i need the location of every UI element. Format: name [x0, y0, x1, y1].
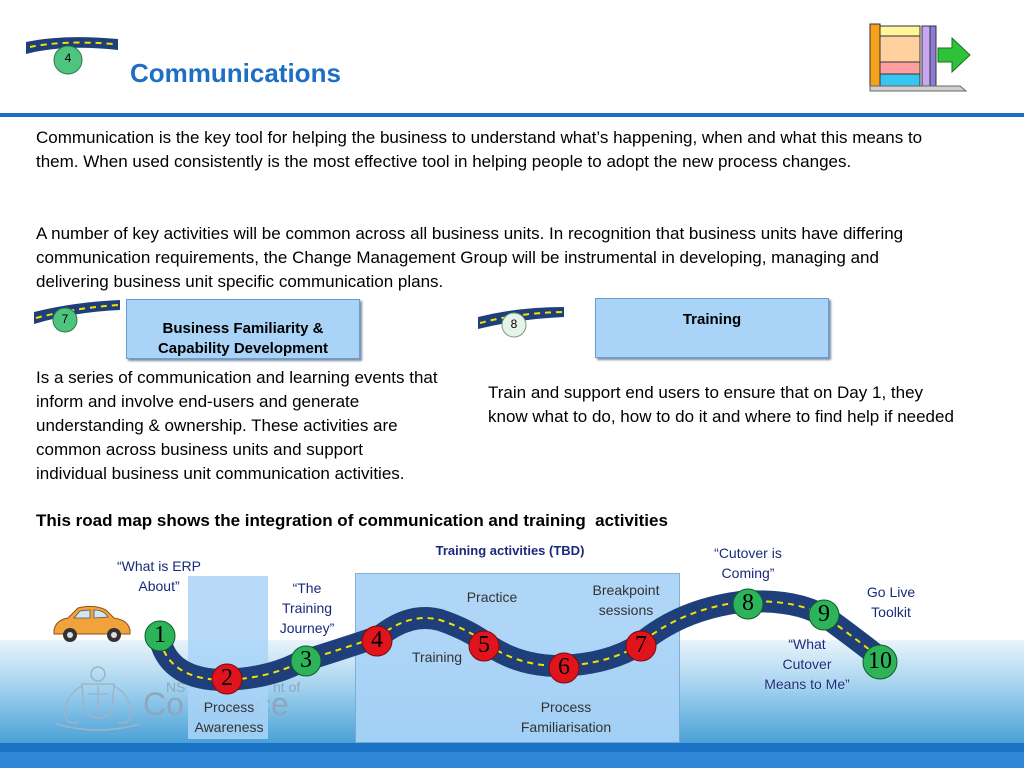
business-familiarity-box: Business Familiarity & Capability Develo… [126, 299, 360, 359]
header-rule [0, 113, 1024, 117]
page-title: Communications [130, 58, 341, 88]
business-familiarity-label-2: Capability Development [157, 340, 329, 357]
milestone-3-number: 3 [300, 647, 312, 673]
label-process-familiarisation: Process Familiarisation [520, 699, 612, 735]
milestone-5-marker [468, 630, 500, 662]
section7-description: Is a series of communication and learnin… [36, 368, 438, 483]
label-process-awareness: Process Awareness [194, 699, 264, 735]
training-activities-heading: Training activities (TBD) [435, 543, 585, 558]
training-box-label: Training [682, 311, 742, 328]
label-what-is-erp: “What is ERP About” [116, 558, 201, 594]
roadmap-heading: This road map shows the integration of c… [36, 511, 668, 530]
milestone-1-marker [144, 620, 176, 652]
intro-paragraph-1: Communication is the key tool for helpin… [36, 128, 923, 171]
watermark-org-line2a: Co [143, 686, 184, 722]
road-badge-8 [478, 307, 564, 338]
label-breakpoint-sessions: Breakpoint sessions [592, 582, 660, 618]
milestone-6-number: 6 [558, 654, 570, 680]
process-awareness-panel [188, 576, 268, 739]
milestone-9-marker [808, 599, 840, 631]
road-badge-logo [26, 37, 118, 75]
milestone-7-number: 7 [635, 632, 647, 658]
label-training-journey: “The Training Journey” [279, 580, 335, 636]
milestone-2-number: 2 [221, 665, 233, 691]
watermark-org-line1a: NS [166, 679, 186, 695]
milestone-8-number: 8 [742, 590, 754, 616]
milestone-8-marker [732, 588, 764, 620]
milestone-2-marker [211, 663, 243, 695]
milestone-4-number: 4 [371, 627, 383, 653]
label-cutover-means: “What Cutover Means to Me” [764, 636, 850, 692]
milestone-markers [144, 588, 898, 695]
watermark-org-line1b: nt of [273, 679, 301, 695]
car-icon [53, 605, 131, 642]
label-cutover-coming: “Cutover is Coming” [714, 545, 782, 581]
label-go-live-toolkit: Go Live Toolkit [866, 584, 916, 620]
label-training: Training [411, 649, 463, 665]
milestone-10-number: 10 [868, 648, 892, 674]
footer-band-stripe [0, 752, 1024, 768]
milestone-3-marker [290, 645, 322, 677]
milestone-1-number: 1 [154, 622, 166, 648]
milestone-4-marker [361, 625, 393, 657]
process-stack-icon [869, 23, 971, 92]
milestone-7-marker [625, 630, 657, 662]
crest-watermark [55, 666, 141, 731]
section8-description: Train and support end users to ensure th… [488, 383, 954, 426]
business-familiarity-label-1: Business Familiarity & [162, 320, 324, 337]
milestone-9-number: 9 [818, 601, 830, 627]
header-badge-number: 4 [64, 51, 72, 65]
milestone-10-marker [862, 644, 898, 680]
section8-badge-number: 8 [510, 317, 518, 331]
label-practice: Practice [466, 589, 518, 605]
road-badge-7 [34, 300, 120, 333]
milestone-5-number: 5 [478, 632, 490, 658]
section7-badge-number: 7 [61, 312, 69, 326]
training-box: Training [595, 298, 829, 358]
milestone-6-marker [548, 652, 580, 684]
intro-paragraph-2: A number of key activities will be commo… [36, 224, 904, 291]
